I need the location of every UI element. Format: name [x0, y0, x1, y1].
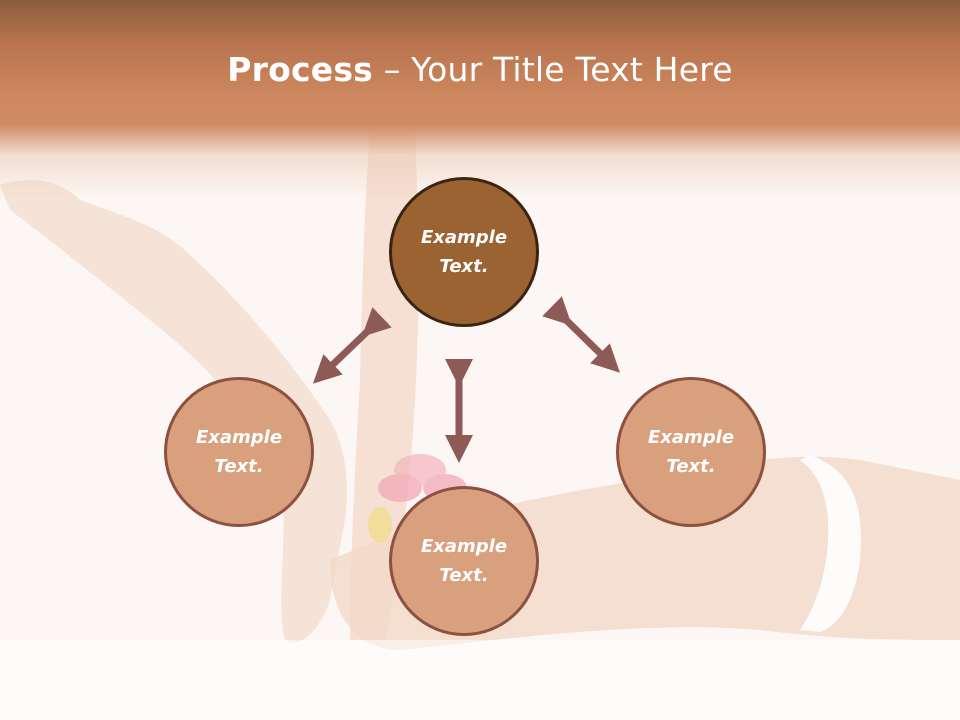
- node-right-text: Example Text.: [647, 427, 735, 477]
- slide-title: Process – Your Title Text Here: [0, 50, 960, 89]
- process-node-bottom[interactable]: Example Text.: [389, 486, 539, 636]
- title-banner: [0, 0, 960, 200]
- process-node-right[interactable]: Example Text.: [616, 377, 766, 527]
- process-node-left[interactable]: Example Text.: [164, 377, 314, 527]
- title-rest: – Your Title Text Here: [373, 50, 733, 89]
- process-node-top[interactable]: Example Text.: [389, 177, 539, 327]
- node-left-text: Example Text.: [195, 427, 283, 477]
- title-bold: Process: [227, 50, 374, 89]
- node-bottom-text: Example Text.: [420, 536, 508, 586]
- node-top-text: Example Text.: [420, 227, 508, 277]
